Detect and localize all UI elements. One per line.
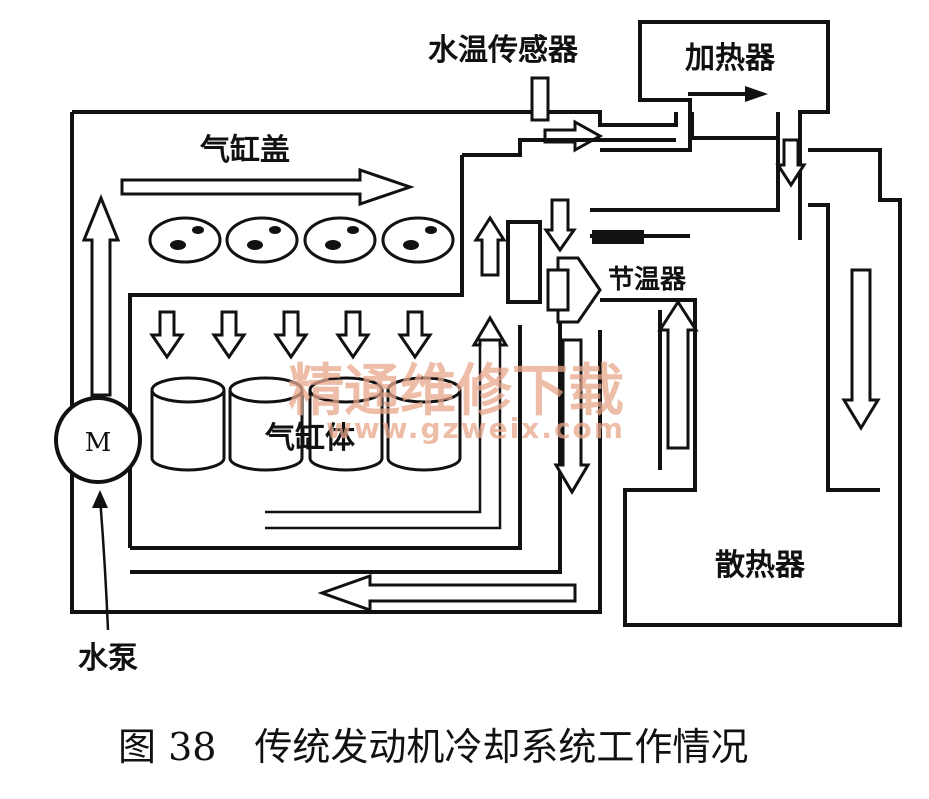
block-return-channel: [265, 340, 502, 530]
radiator-up-arrow: [657, 299, 699, 450]
valve-dot: [269, 226, 281, 234]
sensor-probe: [530, 76, 550, 122]
heater-internal-arrow: [688, 86, 768, 102]
water-temp-sensor-label: 水温传感器: [428, 33, 579, 68]
valve-dot: [325, 240, 341, 250]
water-pump-motor: [54, 396, 142, 484]
watermark-url: www.gzweix.com: [326, 412, 625, 445]
head-to-block-arrows: [149, 310, 433, 360]
combustion-chamber: [303, 216, 377, 264]
down-arrow: [149, 310, 185, 360]
combustion-chambers: [148, 216, 455, 264]
bypass-up-arrow: [473, 215, 507, 277]
cylinder-top: [308, 376, 384, 404]
water-pump-pointer-head: [92, 490, 108, 508]
water-pump-label: 水泵: [78, 641, 138, 676]
radiator-down-arrow: [841, 268, 881, 431]
thermostat-flap: [592, 230, 644, 244]
block-return-channel: [265, 340, 482, 514]
heater-out-arrow: [775, 138, 807, 188]
bottom-return-arrow: [317, 573, 577, 613]
valve-dot: [192, 226, 204, 234]
pump-motor-label: M: [85, 428, 112, 458]
water-pump: M: [54, 396, 142, 484]
heater-label: 加热器: [685, 41, 776, 76]
thermostat-in-arrow: [543, 198, 577, 253]
thermostat-down-arrow: [553, 338, 591, 495]
down-arrow: [273, 310, 309, 360]
water-temp-sensor: [530, 76, 550, 122]
thermostat-housing: [473, 198, 690, 495]
cylinder: [228, 390, 304, 472]
down-arrow: [211, 310, 247, 360]
water-pump-pointer: [98, 497, 110, 631]
cylinder-block-label: 气缸体: [265, 421, 356, 456]
cylinder-head-flow-arrow: [120, 167, 415, 207]
valve-dot: [403, 240, 419, 250]
thermostat-body: [546, 268, 570, 312]
valve-dot: [170, 240, 186, 250]
cylinder-top: [150, 376, 226, 404]
cylinders: [150, 376, 462, 472]
block-up-arrow: [471, 315, 509, 347]
cylinder-head-label: 气缸盖: [200, 133, 290, 168]
pump-up-arrow: [81, 194, 121, 397]
combustion-chamber: [148, 216, 222, 264]
combustion-chamber: [381, 216, 455, 264]
thermostat-label: 节温器: [608, 265, 687, 295]
valve-dot: [247, 240, 263, 250]
radiator-label: 散热器: [715, 548, 806, 583]
valve-dot: [425, 226, 437, 234]
watermark-text: 精通维修下载: [288, 359, 624, 424]
cylinder-top: [386, 376, 462, 404]
cylinder: [386, 390, 462, 472]
cylinder: [308, 390, 384, 472]
radiator: [600, 148, 902, 627]
heater-circuit: [462, 20, 830, 240]
valve-dot: [347, 226, 359, 234]
combustion-chamber: [225, 216, 299, 264]
cylinder: [150, 390, 226, 472]
figure-caption: 图 38 传统发动机冷却系统工作情况: [118, 725, 748, 769]
to-heater-arrow: [543, 119, 604, 153]
down-arrow: [335, 310, 371, 360]
down-arrow: [397, 310, 433, 360]
cylinder-top: [228, 376, 304, 404]
